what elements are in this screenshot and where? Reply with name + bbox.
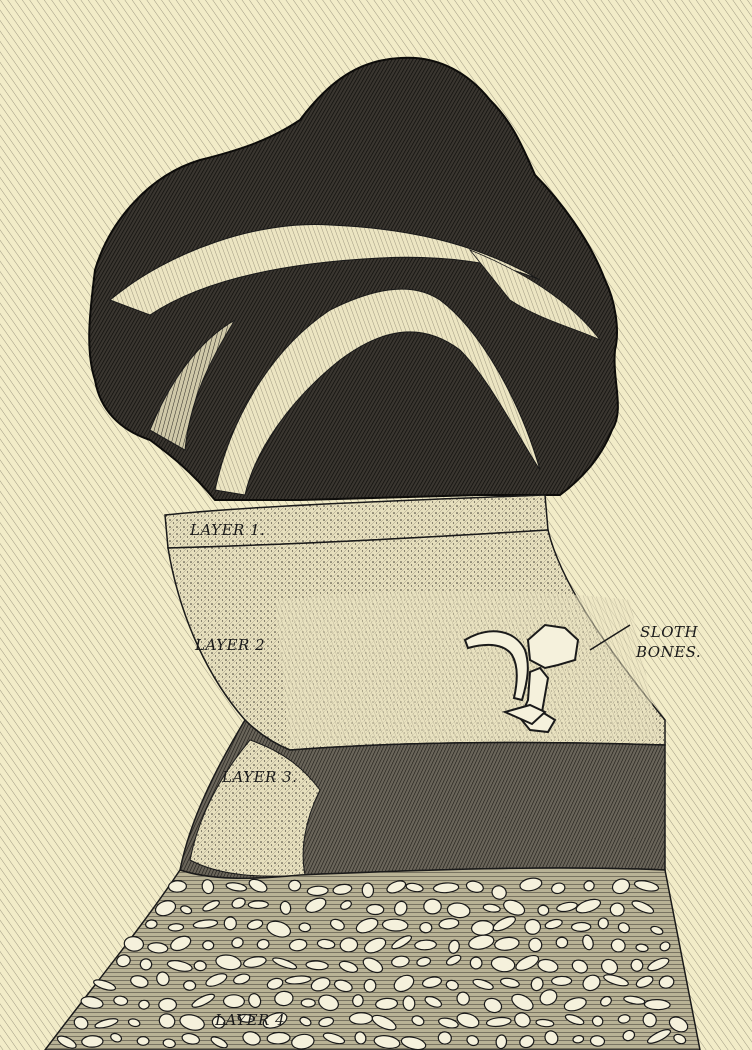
rubble-stone [571,922,590,931]
rubble-stone [168,923,184,931]
rubble-stone [145,919,157,929]
sloth-label-line2: BONES. [635,643,701,661]
rubble-stone [556,937,568,948]
rubble-stone [598,917,609,929]
layer-1-label: LAYER 1. [189,521,265,539]
rubble-stone [420,922,432,933]
rubble-stone [82,1035,104,1047]
rubble-stone [424,899,441,914]
rubble-stone [194,961,207,972]
rubble-stone [301,999,315,1007]
rubble-stone [168,880,186,892]
rubble-stone [367,904,384,915]
layer-4-label: LAYER 4 [214,1011,285,1029]
rubble-stone [248,901,268,909]
rubble-stone [288,880,301,892]
rubble-stone [349,1013,372,1025]
rubble-stone [362,883,374,898]
rubble-stone [139,1000,150,1009]
sloth-label-line1: SLOTH [640,623,699,641]
rubble-stone [183,981,195,991]
rubble-stone [159,998,177,1011]
rubble-stone [224,917,236,930]
layer-2-label: LAYER 2 [194,636,265,654]
rubble-stone [525,919,541,934]
rubble-stone [223,995,244,1008]
rubble-stone [552,976,572,985]
rubble-stone [203,941,214,950]
layer-3-label: LAYER 3. [221,768,297,786]
rubble-stone [644,999,670,1010]
rubble-stone [299,923,311,933]
rubble-stone [137,1037,149,1046]
